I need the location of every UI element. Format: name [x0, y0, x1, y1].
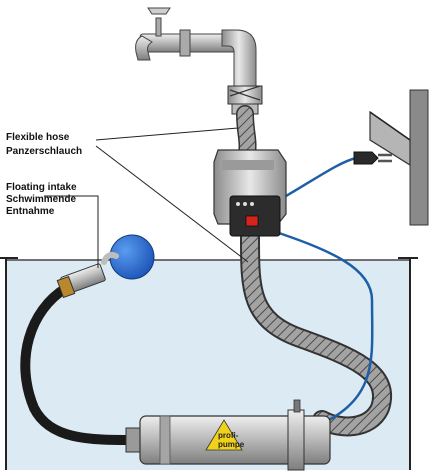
brand-line-2: pumpe	[218, 440, 245, 449]
power-cable-upper	[285, 156, 357, 198]
label-floating-intake-de-1: Schwimmende	[6, 194, 76, 205]
hose-lower	[242, 230, 390, 435]
leader-lines	[44, 127, 249, 268]
wall-outlet-icon	[369, 89, 429, 226]
label-floating-intake-en: Floating intake	[6, 182, 77, 193]
submersible-pump: profi- pumpe	[125, 399, 331, 471]
label-floating-intake-de-2: Entnahme	[6, 206, 55, 217]
intake-hose	[20, 283, 139, 445]
power-plug-icon	[353, 151, 392, 165]
intake-filter	[56, 263, 106, 299]
float-ball	[101, 234, 155, 280]
brand-line-1: profi-	[218, 431, 239, 440]
pump-controller	[213, 149, 287, 237]
label-flexible-hose-en: Flexible hose	[6, 132, 70, 143]
faucet-icon	[135, 7, 257, 91]
brand-logo: profi- pumpe	[205, 419, 245, 451]
reset-button	[245, 215, 259, 227]
label-flexible-hose-de: Panzerschlauch	[6, 146, 82, 157]
power-cable-lower	[269, 228, 374, 430]
